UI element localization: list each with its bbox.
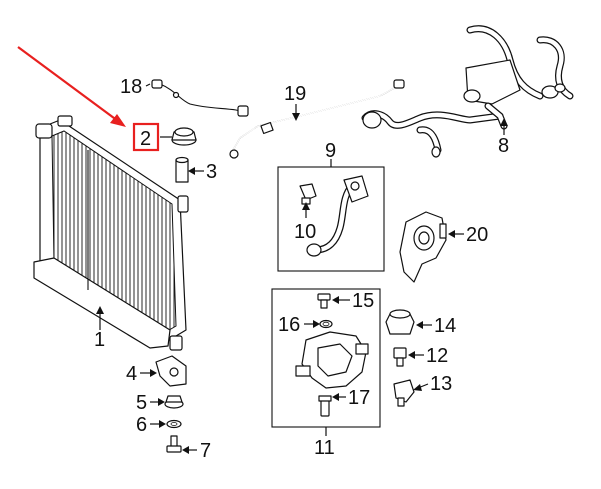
callout-6[interactable]: 6 bbox=[136, 414, 147, 436]
clip-part-13[interactable] bbox=[393, 379, 415, 407]
callout-3[interactable]: 3 bbox=[206, 161, 217, 183]
group-box-part-9 bbox=[277, 166, 385, 272]
sensor-part-17[interactable] bbox=[318, 395, 332, 417]
callout-8[interactable]: 8 bbox=[498, 135, 509, 157]
callout-7[interactable]: 7 bbox=[200, 440, 211, 462]
sleeve-part-3[interactable] bbox=[175, 156, 189, 183]
pipe-part-19[interactable] bbox=[229, 79, 405, 159]
cap-part-14[interactable] bbox=[385, 309, 415, 335]
callout-16[interactable]: 16 bbox=[278, 314, 300, 336]
housing-part-11[interactable] bbox=[295, 331, 369, 389]
highlight-arrow bbox=[17, 46, 126, 127]
callout-15[interactable]: 15 bbox=[352, 290, 374, 312]
hose-part-9[interactable] bbox=[306, 175, 369, 257]
callout-17[interactable]: 17 bbox=[348, 387, 370, 409]
callout-11[interactable]: 11 bbox=[314, 437, 335, 459]
harness-part-18[interactable] bbox=[151, 79, 249, 117]
washer-part-6[interactable] bbox=[166, 419, 182, 429]
sensor-part-10[interactable] bbox=[299, 183, 317, 205]
bolt-part-12[interactable] bbox=[393, 347, 407, 367]
callout-5[interactable]: 5 bbox=[136, 392, 147, 414]
bracket-part-4[interactable] bbox=[155, 355, 187, 387]
callout-14[interactable]: 14 bbox=[434, 315, 456, 337]
callout-9[interactable]: 9 bbox=[325, 140, 336, 162]
seal-part-16[interactable] bbox=[319, 319, 333, 329]
cap-part-2[interactable] bbox=[171, 127, 197, 146]
callout-20[interactable]: 20 bbox=[466, 224, 488, 246]
bolt-part-15[interactable] bbox=[317, 293, 331, 309]
highlight-box bbox=[132, 122, 160, 152]
hose-assembly-part-8[interactable] bbox=[361, 25, 574, 158]
callout-18[interactable]: 18 bbox=[120, 76, 142, 98]
callout-2[interactable]: 2 bbox=[140, 128, 151, 150]
callout-19[interactable]: 19 bbox=[284, 83, 306, 105]
bolt-part-7[interactable] bbox=[166, 435, 182, 453]
callout-1[interactable]: 1 bbox=[94, 329, 105, 351]
housing-part-20[interactable] bbox=[399, 211, 447, 283]
leader-lines bbox=[96, 83, 508, 454]
callout-12[interactable]: 12 bbox=[426, 345, 448, 367]
grommet-part-5[interactable] bbox=[164, 395, 184, 409]
callout-10[interactable]: 10 bbox=[294, 221, 316, 243]
radiator-part-1[interactable] bbox=[33, 115, 189, 351]
callout-13[interactable]: 13 bbox=[430, 373, 452, 395]
callout-4[interactable]: 4 bbox=[126, 363, 137, 385]
